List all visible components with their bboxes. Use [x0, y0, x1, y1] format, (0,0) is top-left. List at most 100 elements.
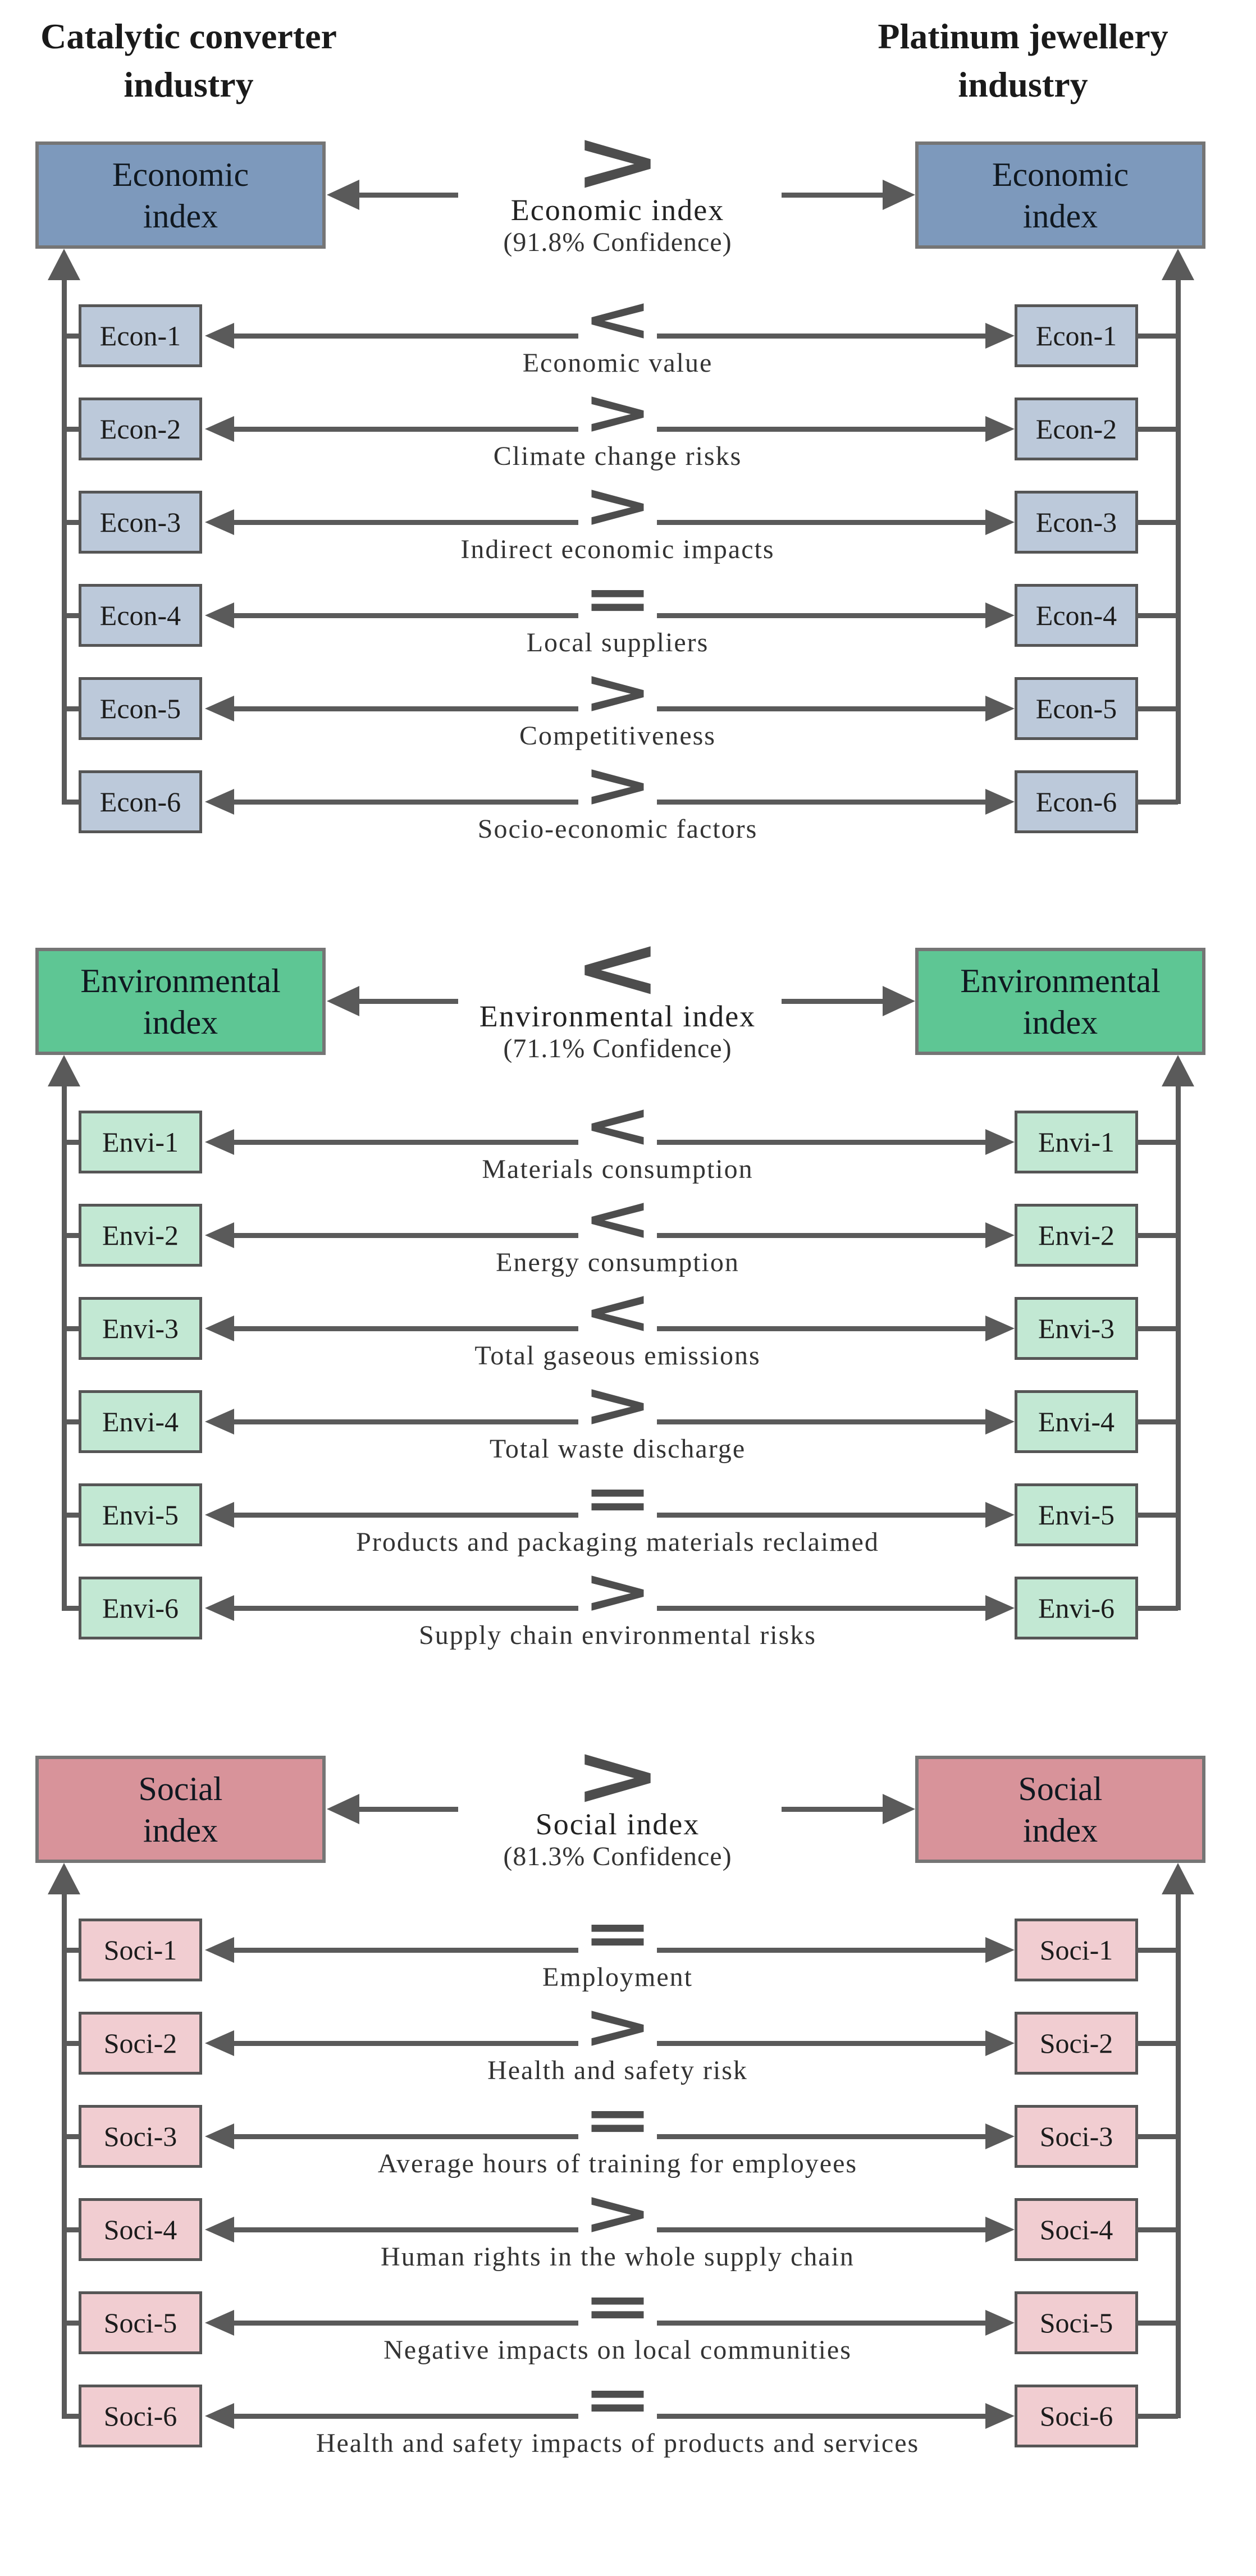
comparison-symbol: > [582, 469, 653, 541]
arrowhead-left-icon [205, 1316, 234, 1341]
item-box-right: Envi-4 [1015, 1390, 1138, 1453]
item-box-left: Econ-1 [79, 304, 202, 367]
index-comparison-label: Social index [535, 1807, 700, 1841]
arrowhead-right-icon [985, 696, 1015, 721]
flow-line [231, 2134, 578, 2139]
arrowhead-right-icon [985, 1595, 1015, 1621]
flow-line [231, 1606, 578, 1611]
flow-line [657, 1140, 986, 1145]
arrowhead-right-icon [985, 602, 1015, 628]
item-box-right: Soci-4 [1015, 2198, 1138, 2261]
flow-line [231, 1326, 578, 1331]
item-box-right: Envi-6 [1015, 1577, 1138, 1639]
item-box-left: Soci-5 [79, 2291, 202, 2354]
index-confidence-label: (71.1% Confidence) [503, 1034, 732, 1063]
row-label: Health and safety impacts of products an… [316, 2428, 920, 2458]
item-box-left: Soci-6 [79, 2385, 202, 2447]
stub-line [1136, 2321, 1178, 2326]
stub-line [1136, 520, 1178, 525]
index-box-label: Environmental [80, 962, 281, 999]
stub-line [62, 2134, 81, 2139]
arrowhead-right-icon [883, 986, 915, 1016]
flow-line [657, 1606, 986, 1611]
column-header-left-line1: Catalytic converter [40, 16, 337, 56]
arrowhead-left-icon [327, 1794, 359, 1824]
comparison-symbol: < [582, 283, 653, 355]
arrowhead-left-icon [205, 1595, 234, 1621]
flow-line [231, 1419, 578, 1424]
item-box-left: Econ-4 [79, 584, 202, 647]
item-box-left: Soci-2 [79, 2012, 202, 2075]
arrowhead-left-icon [205, 323, 234, 349]
comparison-symbol-environmental-index: < [573, 919, 662, 1017]
index-comparison-label: Economic index [510, 193, 725, 227]
item-box-right: Soci-5 [1015, 2291, 1138, 2354]
stub-line [1136, 2041, 1178, 2046]
stub-line [62, 520, 81, 525]
flow-line [231, 2227, 578, 2232]
stub-line [1136, 800, 1178, 805]
flow-line [231, 1233, 578, 1238]
stub-line [1136, 2414, 1178, 2419]
arrowhead-left-icon [205, 789, 234, 815]
arrowhead-right-icon [985, 1409, 1015, 1435]
flow-line [231, 800, 578, 805]
row-label: Total waste discharge [489, 1434, 746, 1464]
column-header-left-line2: industry [124, 65, 254, 104]
item-box-left: Soci-1 [79, 1919, 202, 1981]
flow-line [657, 334, 986, 339]
comparison-symbol: = [582, 2363, 653, 2435]
item-box-right: Soci-2 [1015, 2012, 1138, 2075]
stub-line [62, 2414, 81, 2419]
flow-line [657, 1326, 986, 1331]
item-box-right: Econ-5 [1015, 677, 1138, 740]
stub-line [1136, 1948, 1178, 1953]
arrowhead-right-icon [985, 1502, 1015, 1528]
flow-line [231, 1513, 578, 1518]
row-label: Energy consumption [496, 1248, 739, 1277]
comparison-symbol: < [582, 1276, 653, 1348]
stub-line [62, 1140, 81, 1145]
stub-line [1136, 1513, 1178, 1518]
vertical-connector-right [1176, 1084, 1181, 1610]
index-box-label: Social [1018, 1770, 1103, 1807]
item-box-right: Soci-3 [1015, 2105, 1138, 2168]
arrowhead-left-icon [205, 509, 234, 535]
item-box-left: Envi-1 [79, 1111, 202, 1173]
stub-line [1136, 427, 1178, 432]
flow-line [231, 613, 578, 618]
stub-line [1136, 2134, 1178, 2139]
arrowhead-right-icon [883, 180, 915, 210]
index-box-label: Environmental [960, 962, 1161, 999]
index-confidence-label: (91.8% Confidence) [503, 227, 732, 257]
row-label: Local suppliers [526, 628, 709, 657]
flow-line [657, 613, 986, 618]
row-label: Materials consumption [482, 1154, 753, 1184]
flow-line [231, 1948, 578, 1953]
index-box-social-left: Social index [35, 1756, 326, 1863]
item-box-left: Soci-4 [79, 2198, 202, 2261]
stub-line [1136, 1326, 1178, 1331]
arrowhead-left-icon [205, 416, 234, 442]
flow-line [231, 706, 578, 711]
item-box-left: Envi-5 [79, 1483, 202, 1546]
arrowhead-right-icon [985, 1129, 1015, 1155]
row-label: Total gaseous emissions [474, 1341, 761, 1371]
vertical-connector-left [62, 278, 67, 804]
index-box-environmental-left: Environmental index [35, 948, 326, 1055]
flow-line [657, 520, 986, 525]
vertical-connector-left [62, 1084, 67, 1610]
index-box-label: Economic [992, 156, 1129, 193]
item-box-right: Soci-6 [1015, 2385, 1138, 2447]
flow-line [657, 800, 986, 805]
column-header-right-line2: industry [958, 65, 1088, 104]
arrowhead-right-icon [985, 323, 1015, 349]
stub-line [1136, 706, 1178, 711]
arrowhead-left-icon [205, 2030, 234, 2056]
arrowhead-left-icon [205, 602, 234, 628]
stub-line [1136, 1233, 1178, 1238]
comparison-symbol: > [582, 1990, 653, 2062]
arrowhead-up-icon [48, 249, 80, 280]
flow-line [657, 2041, 986, 2046]
comparison-symbol: = [582, 1897, 653, 1969]
